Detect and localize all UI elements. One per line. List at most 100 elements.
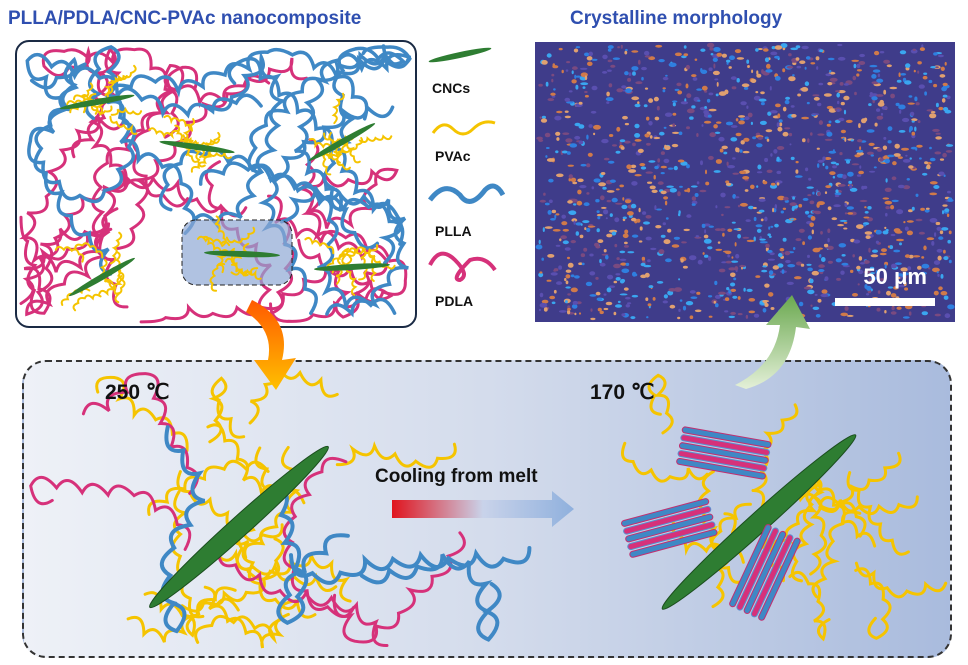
crystal-speck (659, 131, 665, 136)
crystal-speck (647, 181, 653, 184)
crystal-speck (732, 157, 736, 160)
crystal-speck (543, 307, 548, 312)
crystal-speck (731, 221, 736, 224)
crystal-speck (538, 139, 544, 142)
crystal-speck (828, 108, 837, 113)
crystal-speck (678, 308, 681, 312)
crystal-speck (814, 293, 818, 296)
crystal-speck (910, 111, 915, 116)
crystal-speck (823, 93, 832, 97)
crystal-speck (578, 262, 583, 265)
crystal-speck (871, 96, 878, 101)
crystal-speck (561, 150, 568, 154)
crystal-speck (577, 178, 584, 183)
crystal-speck (911, 131, 916, 136)
crystal-speck (866, 285, 872, 291)
crystal-speck (940, 274, 944, 279)
crystal-speck (744, 189, 749, 192)
crystal-speck (777, 126, 783, 132)
crystal-speck (615, 273, 621, 276)
crystal-speck (909, 157, 912, 160)
crystal-speck (902, 316, 910, 319)
crystal-speck (745, 219, 751, 223)
crystal-speck (877, 73, 881, 78)
crystal-speck (580, 163, 587, 167)
crystal-speck (910, 49, 918, 54)
end-temperature: 170 ℃ (590, 381, 655, 404)
crystal-speck (647, 259, 651, 263)
crystal-speck (827, 57, 835, 61)
crystal-speck (551, 73, 555, 77)
scale-bar (835, 298, 935, 306)
crystal-speck (634, 139, 642, 142)
crystal-lamella (681, 426, 772, 449)
pvac-chain (180, 118, 196, 150)
crystal-speck (648, 160, 656, 163)
crystal-speck (718, 268, 726, 273)
crystal-speck (918, 231, 925, 235)
crystal-speck (843, 83, 849, 86)
pvac-chain (326, 250, 356, 271)
crystal-speck (694, 193, 699, 197)
pvac-chain (109, 231, 123, 265)
crystal-speck (586, 134, 589, 140)
crystal-speck (919, 157, 922, 160)
crystal-speck (731, 86, 737, 90)
crystal-speck (774, 223, 779, 228)
crystal-speck (654, 205, 657, 211)
crystal-speck (866, 293, 870, 296)
crystal-speck (539, 116, 542, 119)
crystal-speck (674, 88, 680, 92)
crystal-speck (908, 209, 913, 213)
crystal-speck (760, 91, 765, 95)
crystal-speck (555, 131, 561, 136)
crystal-speck (827, 228, 831, 234)
crystal-speck (591, 186, 595, 190)
crystal-speck (944, 313, 951, 319)
crystal-speck (768, 226, 771, 230)
crystal-speck (839, 152, 843, 156)
crystal-speck (856, 265, 861, 270)
crystal-speck (577, 189, 582, 195)
crystal-speck (646, 116, 650, 121)
crystal-speck (753, 313, 760, 318)
crystal-speck (600, 172, 606, 175)
crystal-speck (679, 299, 683, 302)
plla-chain (289, 546, 532, 585)
crystal-speck (925, 207, 930, 210)
crystal-speck (562, 240, 569, 245)
crystal-speck (625, 88, 632, 94)
pdla-chain (71, 47, 151, 195)
crystal-speck (742, 236, 750, 239)
crystal-speck (574, 312, 577, 316)
crystal-speck (793, 247, 796, 250)
crystal-speck (728, 289, 732, 294)
pdla-chain (91, 65, 199, 309)
crystal-speck (606, 287, 612, 293)
crystal-speck (696, 88, 703, 91)
crystal-speck (943, 295, 949, 300)
crystal-speck (804, 211, 810, 214)
crystal-speck (691, 105, 696, 109)
crystal-speck (944, 61, 947, 66)
crystal-speck (555, 213, 560, 216)
crystal-speck (708, 92, 714, 96)
crystal-speck (736, 57, 745, 60)
crystal-speck (538, 272, 544, 278)
crystal-speck (616, 257, 620, 261)
crystal-speck (709, 47, 714, 51)
crystal-speck (706, 42, 715, 48)
pvac-chain (346, 244, 379, 257)
crystal-speck (590, 317, 596, 321)
crystal-speck (605, 254, 609, 260)
crystal-speck (857, 139, 863, 143)
crystal-speck (746, 288, 753, 292)
crystal-speck (757, 136, 763, 140)
crystal-speck (760, 102, 765, 106)
crystal-speck (746, 239, 755, 243)
crystal-speck (929, 192, 938, 196)
crystal-speck (716, 121, 722, 124)
crystal-speck (846, 314, 854, 317)
crystal-speck (648, 121, 653, 126)
crystal-speck (835, 258, 842, 263)
